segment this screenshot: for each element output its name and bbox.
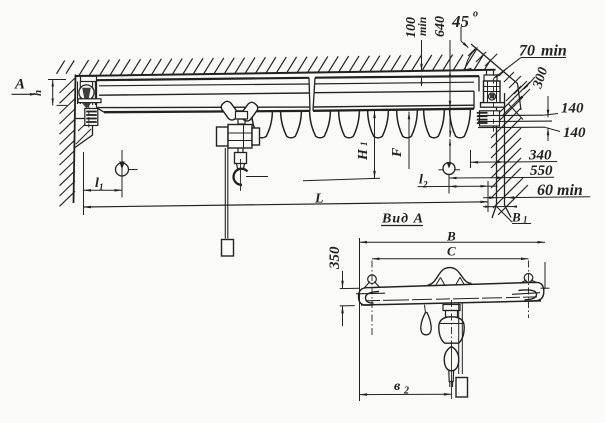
svg-text:в: в [394,379,401,394]
svg-text:Вид А: Вид А [381,212,424,227]
svg-text:1: 1 [99,182,104,192]
svg-text:F: F [390,147,405,158]
svg-text:2: 2 [422,180,428,190]
svg-text:550: 550 [530,163,553,179]
svg-text:2: 2 [403,386,409,397]
svg-text:С: С [447,244,456,259]
svg-text:1: 1 [359,142,369,147]
svg-text:L: L [314,192,324,207]
svg-text:h: h [32,90,44,96]
svg-text:140: 140 [563,125,586,141]
svg-text:1: 1 [523,215,528,225]
svg-text:А: А [14,77,25,93]
svg-text:В: В [511,210,521,225]
svg-text:min: min [557,182,583,199]
svg-text:60: 60 [537,182,553,199]
svg-text:340: 340 [528,148,552,164]
svg-text:H: H [356,148,371,161]
svg-text:640: 640 [433,16,448,37]
svg-text:min: min [415,16,429,36]
svg-text:В: В [446,229,456,244]
svg-text:о: о [473,9,478,20]
svg-text:45: 45 [451,12,470,31]
svg-text:350: 350 [327,246,343,270]
svg-text:140: 140 [561,101,584,117]
